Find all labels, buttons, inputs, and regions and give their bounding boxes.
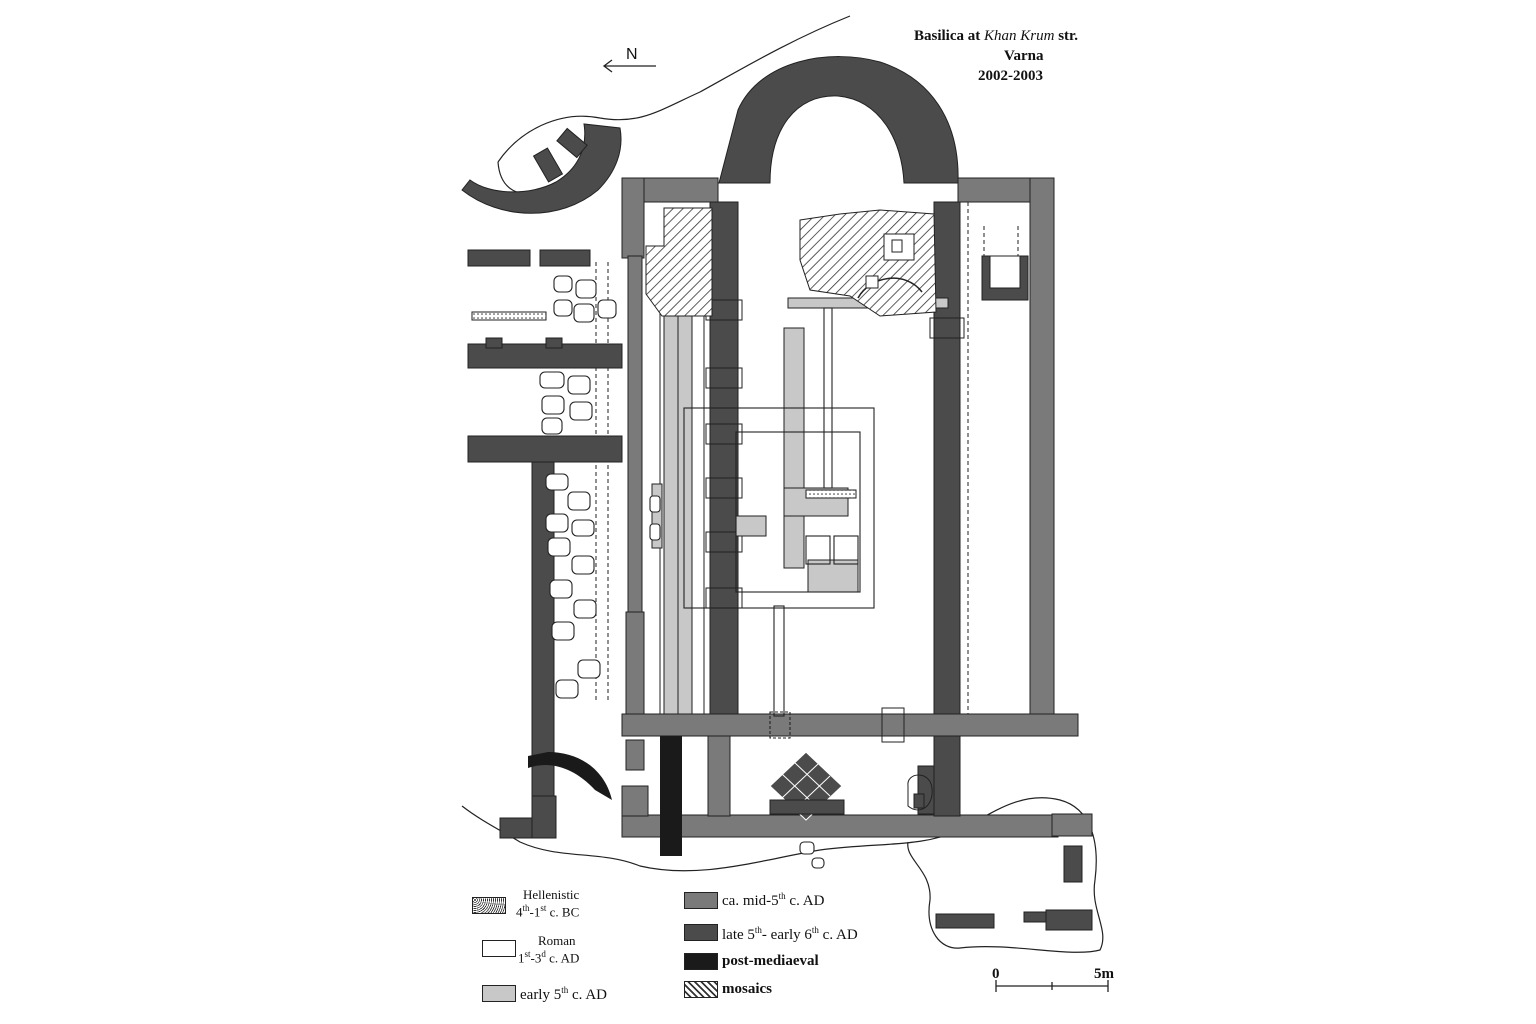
early5-walls	[651, 285, 949, 715]
mid5-walls	[621, 177, 1093, 838]
late5-walls	[467, 201, 1093, 931]
title-line-3: 2002-2003	[978, 68, 1043, 84]
e5-sup: th	[561, 985, 569, 995]
legend-label-hellenistic-period: 4th-1st c. BC	[516, 903, 580, 920]
l5-mid: - early	[761, 927, 805, 943]
rom-b: 3	[534, 950, 542, 966]
tile-pavement	[769, 751, 845, 821]
hell-sup-b: st	[540, 903, 547, 913]
hell-b: 1	[533, 904, 541, 920]
minor-wall-fragments	[913, 765, 935, 815]
e5-pre: early 5	[520, 987, 562, 1003]
legend-swatch-postmed	[684, 953, 718, 970]
scale-end-label: 5m	[1094, 966, 1114, 982]
title-post: str.	[1054, 28, 1079, 44]
legend-swatch-mosaics	[684, 981, 718, 998]
legend-label-early5: early 5th c. AD	[520, 986, 607, 1003]
north-arrow	[602, 59, 656, 73]
rom-sup-b: d	[541, 949, 546, 959]
title-street-name: Khan Krum	[984, 28, 1055, 44]
rom-a: 1	[518, 950, 525, 966]
rubble-stones	[539, 275, 825, 869]
legend-label-mosaics: mosaics	[722, 981, 772, 997]
title-line-1: Basilica at Khan Krum str.	[914, 28, 1078, 45]
l5-mid2: 6	[804, 927, 812, 943]
hell-tail: c. BC	[546, 904, 580, 920]
rom-sep: -	[530, 950, 535, 966]
legend-label-roman-period: 1st-3d c. AD	[518, 949, 580, 966]
roman-walls	[683, 307, 875, 739]
l5-sup: th	[754, 925, 762, 935]
m5-pre: ca. mid-5	[722, 893, 779, 909]
hell-sep: -	[529, 904, 534, 920]
legend-label-mid5: ca. mid-5th c. AD	[722, 892, 824, 909]
early-apse-fragment	[461, 123, 622, 214]
hellenistic-strip-2	[471, 311, 547, 321]
hell-sup-a: th	[522, 903, 530, 913]
e5-post: c. AD	[568, 987, 607, 1003]
legend-label-late5: late 5th- early 6th c. AD	[722, 926, 858, 943]
hell-a: 4	[516, 904, 523, 920]
rom-tail: c. AD	[545, 950, 580, 966]
title-line-2: Varna	[1004, 48, 1044, 64]
scale-start-label: 0	[992, 966, 1000, 982]
legend-swatch-late5	[684, 924, 718, 941]
legend-swatch-early5	[482, 985, 516, 1002]
l5-post: c. AD	[818, 927, 858, 943]
m5-post: c. AD	[785, 893, 825, 909]
l5-sup2: th	[811, 925, 819, 935]
mosaic-details	[857, 233, 923, 299]
legend-label-postmed: post-mediaeval	[722, 953, 819, 969]
north-label: N	[626, 46, 638, 63]
legend-swatch-hellenistic	[472, 897, 506, 914]
postmed-curve	[528, 752, 612, 800]
postmed-wall	[660, 736, 682, 856]
title-pre: Basilica at	[914, 28, 984, 44]
legend-label-roman-name: Roman	[538, 933, 576, 948]
pier-marks	[705, 299, 965, 743]
lower-right-outline	[907, 774, 933, 811]
apse-fragment-teeth	[532, 127, 588, 183]
legend-label-hellenistic-name: Hellenistic	[523, 887, 580, 902]
legend-swatch-mid5	[684, 892, 718, 909]
rom-sup-a: st	[524, 949, 531, 959]
legend-swatch-roman	[482, 940, 516, 957]
apse	[718, 56, 959, 184]
scale-bar	[995, 980, 1109, 992]
m5-sup: th	[778, 891, 786, 901]
l5-pre: late 5	[722, 927, 755, 943]
hellenistic-strip-1	[805, 489, 857, 499]
